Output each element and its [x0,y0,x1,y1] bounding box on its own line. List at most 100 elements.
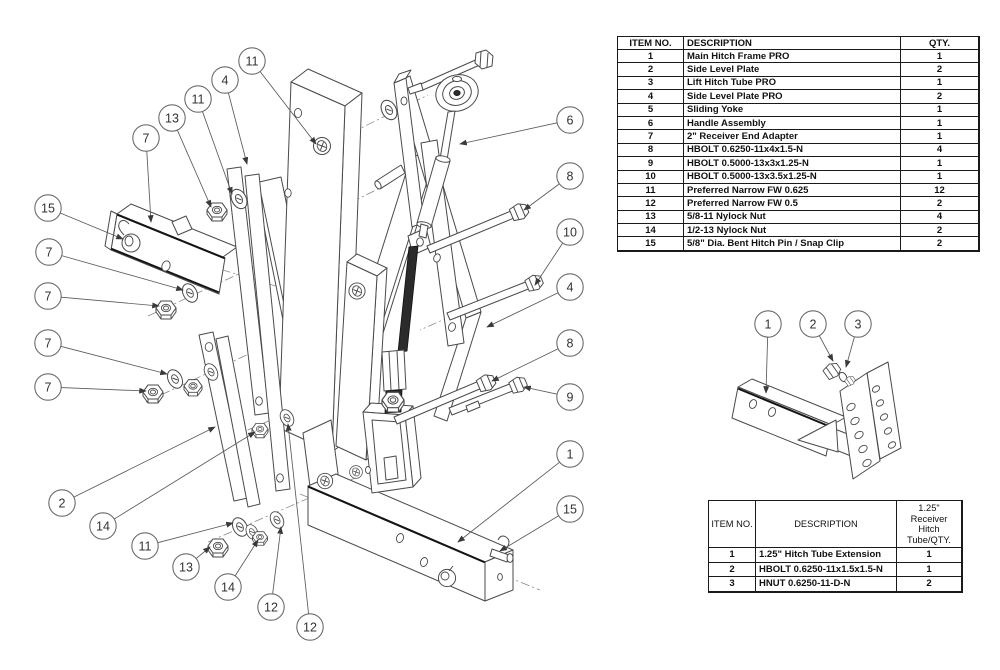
callout-balloon: 14 [214,573,242,601]
item-no-cell: 12 [618,197,684,211]
qty-cell: 2 [901,63,979,77]
callout-number: 8 [567,169,574,183]
callout-balloon: 7 [132,124,160,152]
callout-balloon: 13 [172,553,200,581]
callout-balloon: 8 [556,329,584,357]
callout-balloon: 14 [89,512,117,540]
item-no-cell: 1 [709,548,756,563]
callout-balloon: 9 [556,383,584,411]
handle-assembly [393,49,494,239]
leader-line [234,539,259,577]
callout-number: 4 [222,73,229,87]
description-cell: 2" Receiver End Adapter [684,130,901,144]
spacer-pin [374,164,406,190]
item-no-cell: 8 [618,143,684,158]
description-cell: 5/8-11 Nylock Nut [684,210,901,225]
item-no-cell: 4 [618,90,684,104]
qty-cell: 1 [901,50,979,64]
item-no-cell: 6 [618,116,684,131]
qty-cell: 1 [901,130,979,144]
leader-line [457,461,560,543]
item-no-cell: 10 [618,170,684,184]
description-cell: HBOLT 0.6250-11x4x1.5-N [684,143,901,158]
leader-line [176,129,212,208]
leader-line [272,526,284,594]
leader-line [486,292,559,328]
callout-balloon: 12 [296,613,324,641]
item-no-cell: 3 [709,577,756,592]
qty-cell: 1 [901,116,979,131]
leader-line [60,212,124,240]
leader-line [818,335,834,362]
callout-balloon: 12 [257,593,285,621]
item-no-cell: 11 [618,183,684,198]
description-cell: Main Hitch Frame PRO [684,50,901,64]
description-cell: 5/8" Dia. Bent Hitch Pin / Snap Clip [684,237,901,251]
callout-number: 14 [96,519,110,533]
column-header: DESCRIPTION [756,501,897,548]
callout-number: 7 [45,336,52,350]
item-no-cell: 3 [618,76,684,91]
column-header: ITEM NO. [709,501,756,548]
callout-balloon: 8 [556,162,584,190]
leader-line [114,431,256,520]
leader-line [259,71,317,145]
item-no-cell: 15 [618,237,684,251]
qty-cell: 4 [901,143,979,158]
item-no-cell: 14 [618,224,684,238]
callout-number: 12 [303,620,317,634]
leader-line [61,296,160,309]
leader-line [523,183,560,211]
qty-cell: 4 [901,210,979,225]
description-cell: Handle Assembly [684,116,901,131]
leader-line [61,387,147,394]
callout-number: 7 [45,289,52,303]
leader-line [73,426,216,498]
leader-line [60,345,168,376]
callout-balloon: 13 [158,104,186,132]
description-cell: 1.25" Hitch Tube Extension [756,548,897,563]
callout-balloon: 15 [556,495,584,523]
callout-balloon: 2 [48,489,76,517]
qty-cell: 1 [901,157,979,171]
callout-number: 2 [810,317,817,331]
callout-balloon: 7 [34,373,62,401]
item-no-cell: 2 [709,562,756,578]
callout-balloon: 11 [238,47,266,75]
leader-line [491,348,559,382]
callout-number: 7 [45,380,52,394]
leader-line [534,242,564,286]
leader-line [844,336,855,368]
column-header: ITEM NO. [618,37,684,50]
callout-number: 2 [59,496,66,510]
description-cell: Sliding Yoke [684,103,901,117]
qty-cell: 2 [901,237,979,251]
leader-line [227,92,249,165]
description-cell: HBOLT 0.6250-11x1.5x1.5-N [756,562,897,578]
item-no-cell: 7 [618,130,684,144]
qty-cell: 1 [901,170,979,184]
description-cell: 1/2-13 Nylock Nut [684,224,901,238]
description-cell: HBOLT 0.5000-13x3.5x1.25-N [684,170,901,184]
description-cell: Preferred Narrow FW 0.625 [684,183,901,198]
callout-number: 7 [143,131,150,145]
callout-number: 8 [567,336,574,350]
callout-number: 13 [179,560,193,574]
qty-cell: 2 [901,224,979,238]
callout-balloon: 1 [754,310,782,338]
extension-assembly [731,360,902,480]
item-no-cell: 5 [618,103,684,117]
description-cell: Side Level Plate PRO [684,90,901,104]
callout-number: 15 [41,201,55,215]
callout-number: 6 [567,113,574,127]
callout-balloon: 4 [556,273,584,301]
callout-number: 11 [246,54,259,68]
qty-cell: 2 [897,577,962,592]
callout-number: 11 [192,92,205,106]
leader-line [523,385,558,395]
callout-number: 14 [221,580,235,594]
callout-number: 1 [765,317,772,331]
